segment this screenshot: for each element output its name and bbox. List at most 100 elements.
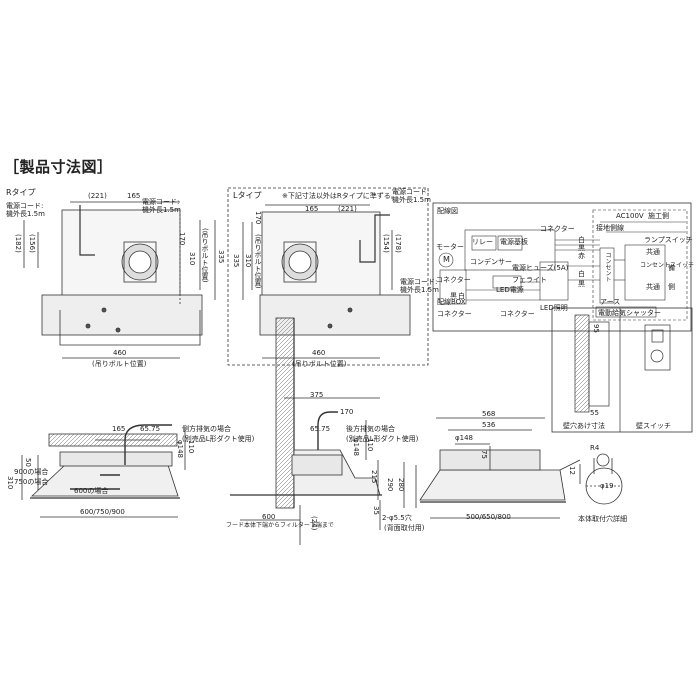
top-dim-568: 568	[482, 410, 496, 418]
wiring-title: 配線図	[437, 207, 458, 215]
r-bolt-side: (吊りボルト位置)	[201, 228, 209, 283]
wiring-label-29: 黒	[578, 280, 585, 288]
wiring-label-28: 白	[578, 270, 585, 278]
r-type-cord-left: 電源コード: 機外長1.5m	[6, 202, 45, 218]
top-view-drawing	[403, 417, 581, 519]
wiring-label-3: モーター	[436, 243, 464, 251]
l-dim-460: 460	[312, 349, 326, 357]
mount-dim-r4: R4	[590, 444, 600, 452]
wall-dim-55: 55	[590, 409, 599, 417]
top-dim-148: φ148	[455, 434, 473, 442]
wall-hole-drawing	[551, 307, 693, 433]
wiring-label-31: 白	[458, 292, 465, 300]
wiring-label-25: 白	[578, 236, 585, 244]
mount-hole-caption: 本体取付穴詳細	[578, 515, 627, 523]
front-dim-170: 170	[340, 408, 354, 416]
l-type-label: Lタイプ	[233, 191, 262, 200]
wiring-label-27: 赤	[578, 252, 585, 260]
front-dim-6575: 65.75	[310, 425, 331, 433]
wiring-label-24: アース	[600, 298, 621, 306]
side-dim-width: 600/750/900	[80, 508, 125, 516]
side-dim-148: φ148	[176, 440, 184, 458]
l-type-drawing	[227, 187, 429, 366]
front-label-1: (別売品L形ダクト使用)	[346, 435, 419, 443]
wall-hole-caption: 壁穴あけ寸法	[563, 422, 605, 430]
r-dim-156: (156)	[28, 234, 36, 253]
top-dim-280: 280	[397, 478, 405, 492]
r-type-label: Rタイプ	[6, 188, 36, 197]
wiring-label-16: 施工側	[648, 212, 669, 220]
r-type-cord: 電源コード: 機外長1.5m	[142, 198, 181, 214]
side-label-0: 側方排気の場合	[182, 425, 231, 433]
wiring-label-21: 備	[668, 264, 675, 272]
r-dim-221: (221)	[88, 192, 107, 200]
front-dim-215: 215	[370, 470, 378, 484]
r-dim-460: 460	[113, 349, 127, 357]
wiring-label-23: 側	[668, 283, 675, 291]
wiring-label-2: 電源基板	[500, 238, 528, 246]
wiring-label-22: 共通	[646, 283, 660, 291]
front-dim-35: 35	[372, 506, 380, 515]
l-dim-154: (154)	[382, 234, 390, 253]
l-type-note: ※下記寸法以外はRタイプに準ずる。	[282, 192, 398, 200]
wiring-label-19: 共通	[646, 248, 660, 256]
l-type-cord: 電源コード: 機外長1.5m	[392, 188, 431, 204]
wiring-label-10: LED電源	[496, 286, 524, 294]
mount-dim-12: 12	[568, 466, 576, 475]
side-label-900: 900の場合	[14, 468, 49, 476]
side-dim-6575: 65.75	[140, 425, 161, 433]
wiring-label-0: コネクター	[540, 225, 575, 233]
wiring-label-9: コネクター	[437, 310, 472, 318]
wiring-label-26: 黒	[578, 244, 585, 252]
wiring-label-18: コンセント	[604, 252, 611, 282]
front-dim-375: 375	[310, 391, 324, 399]
wiring-label-11: コネクター	[500, 310, 535, 318]
front-view-drawing	[230, 317, 382, 545]
front-dim-110: 110	[366, 438, 374, 452]
wiring-label-15: 接地側線	[596, 224, 624, 232]
page-title: ［製品寸法図］	[4, 158, 113, 176]
wall-switch-caption: 壁スイッチ	[636, 422, 671, 430]
l-dim-310: 310	[244, 254, 252, 268]
r-type-drawing	[23, 201, 216, 359]
r-dim-182: (182)	[14, 234, 22, 253]
front-label-0: 後方排気の場合	[346, 425, 395, 433]
l-dim-165: 165	[305, 205, 319, 213]
wiring-label-14: AC100V	[616, 212, 644, 220]
motor-symbol: M	[443, 255, 450, 264]
top-hole-note-2: (背面取付用)	[384, 524, 425, 532]
l-bolt-bottom: (吊りボルト位置)	[292, 360, 347, 368]
front-dim-600: 600	[262, 513, 276, 521]
top-dim-290: 290	[386, 478, 394, 492]
wiring-label-20: コンセントスイッチ	[640, 262, 695, 269]
front-dim-24: (24)	[310, 516, 318, 531]
wiring-label-7: フェライト	[512, 276, 547, 284]
wiring-label-4: コンデンサー	[470, 258, 512, 266]
side-label-1: (別売品L形ダクト使用)	[182, 435, 255, 443]
side-dim-165: 165	[112, 425, 126, 433]
wiring-label-8: 配線BOX	[437, 298, 466, 306]
wiring-diagram	[432, 202, 692, 332]
wiring-label-12: LED照明	[540, 304, 568, 312]
mount-hole-drawing	[579, 453, 623, 505]
r-bolt-bottom: (吊りボルト位置)	[92, 360, 147, 368]
side-dim-110: 110	[187, 440, 195, 454]
top-hole-note: 2-φ5.5穴	[382, 514, 412, 522]
side-label-600: 600の場合	[74, 487, 109, 495]
l-dim-335: 335	[232, 254, 240, 268]
top-dim-width: 500/650/800	[466, 513, 511, 521]
side-dim-310: 310	[6, 476, 14, 490]
wiring-label-6: コネクター	[436, 276, 471, 284]
l-dim-178: (178)	[394, 234, 402, 253]
l-dim-221: (221)	[338, 205, 357, 213]
r-dim-310: 310	[188, 252, 196, 266]
wiring-label-1: リレー	[472, 238, 493, 246]
side-dim-50: 50	[24, 458, 32, 467]
wiring-label-13: 電動給気シャッター	[598, 309, 661, 317]
l-bolt-side: (吊りボルト位置)	[254, 234, 262, 289]
top-dim-536: 536	[482, 421, 496, 429]
r-dim-165: 165	[127, 192, 141, 200]
l-type-cord-bottom: 電源コード: 機外長1.5m	[400, 278, 439, 294]
